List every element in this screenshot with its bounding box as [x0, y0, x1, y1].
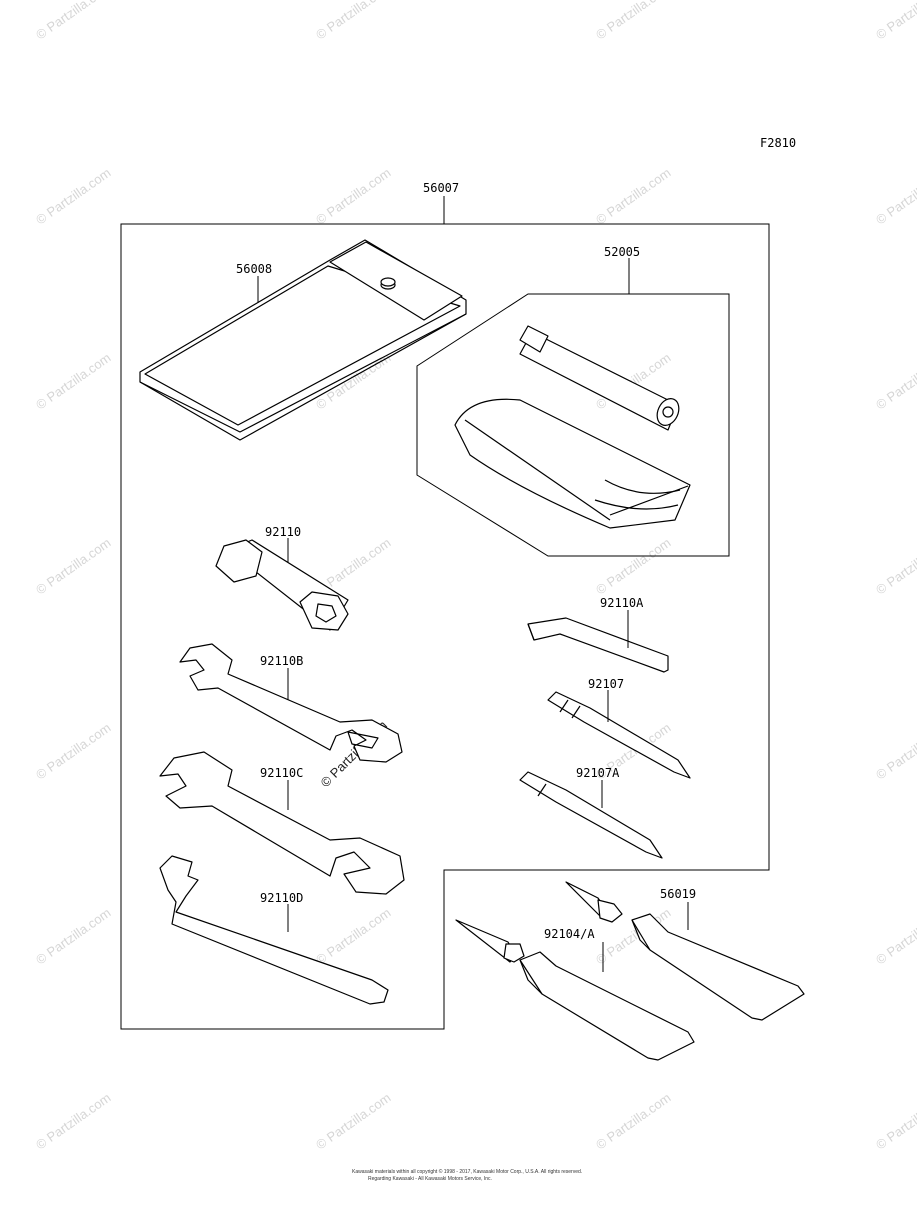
figure-code: F2810	[760, 136, 796, 150]
part-label-92110d[interactable]: 92110D	[260, 891, 303, 905]
watermark: © Partzilla.com	[593, 1090, 673, 1153]
wrench-large-drawing	[159, 751, 405, 895]
part-label-92110a[interactable]: 92110A	[600, 596, 644, 610]
repair-kit-frame	[416, 293, 730, 557]
tool-bag-drawing	[139, 239, 467, 441]
part-label-56019[interactable]: 56019	[660, 887, 696, 901]
copyright-line: Regarding Kawasaki - All Kawasaki Motors…	[368, 1176, 492, 1182]
watermark: © Partzilla.com	[33, 350, 113, 413]
part-label-92107[interactable]: 92107	[588, 677, 624, 691]
screwdriver-alt-drawing	[519, 771, 663, 859]
hex-key-drawing	[527, 617, 669, 673]
part-label-92110b[interactable]: 92110B	[260, 654, 303, 668]
watermark: © Partzilla.com	[873, 535, 917, 598]
tool-kit-frame	[120, 223, 770, 1030]
wrench-small-drawing	[179, 643, 403, 763]
watermark: © Partzilla.com	[873, 0, 917, 42]
watermark: © Partzilla.com	[873, 350, 917, 413]
part-label-92110[interactable]: 92110	[265, 525, 301, 539]
part-label-52005[interactable]: 52005	[604, 245, 640, 259]
watermark: © Partzilla.com	[33, 0, 113, 42]
watermark: © Partzilla.com	[593, 165, 673, 228]
watermark: © Partzilla.com	[33, 535, 113, 598]
watermark: © Partzilla.com	[313, 905, 393, 968]
part-label-92104a[interactable]: 92104/A	[544, 927, 595, 941]
watermark: © Partzilla.com	[33, 1090, 113, 1153]
watermark: © Partzilla.com	[313, 1090, 393, 1153]
watermark: © Partzilla.com	[593, 535, 673, 598]
watermark: © Partzilla.com	[33, 905, 113, 968]
watermark: © Partzilla.com	[313, 165, 393, 228]
copyright-line: Kawasaki materials within all copyright …	[352, 1168, 582, 1175]
watermark: © Partzilla.com	[593, 0, 673, 42]
hook-spanner-drawing	[159, 855, 389, 1005]
part-label-56008[interactable]: 56008	[236, 262, 272, 276]
grease-tubes-drawing	[455, 881, 805, 1061]
watermark: © Partzilla.com	[873, 720, 917, 783]
watermark: © Partzilla.com	[33, 720, 113, 783]
part-label-92107a[interactable]: 92107A	[576, 766, 620, 780]
repair-kit-drawing	[454, 325, 691, 529]
watermark: © Partzilla.com	[33, 165, 113, 228]
watermark: © Partzilla.com	[313, 0, 393, 42]
watermark-layer: © Partzilla.com © Partzilla.com © Partzi…	[33, 0, 917, 1152]
watermark: © Partzilla.com	[873, 905, 917, 968]
part-label-56007[interactable]: 56007	[423, 181, 459, 195]
part-label-92110c[interactable]: 92110C	[260, 766, 303, 780]
watermark: © Partzilla.com	[873, 1090, 917, 1153]
screwdriver-drawing	[547, 691, 691, 779]
plug-socket-drawing	[215, 539, 349, 631]
watermark: © Partzilla.com	[873, 165, 917, 228]
